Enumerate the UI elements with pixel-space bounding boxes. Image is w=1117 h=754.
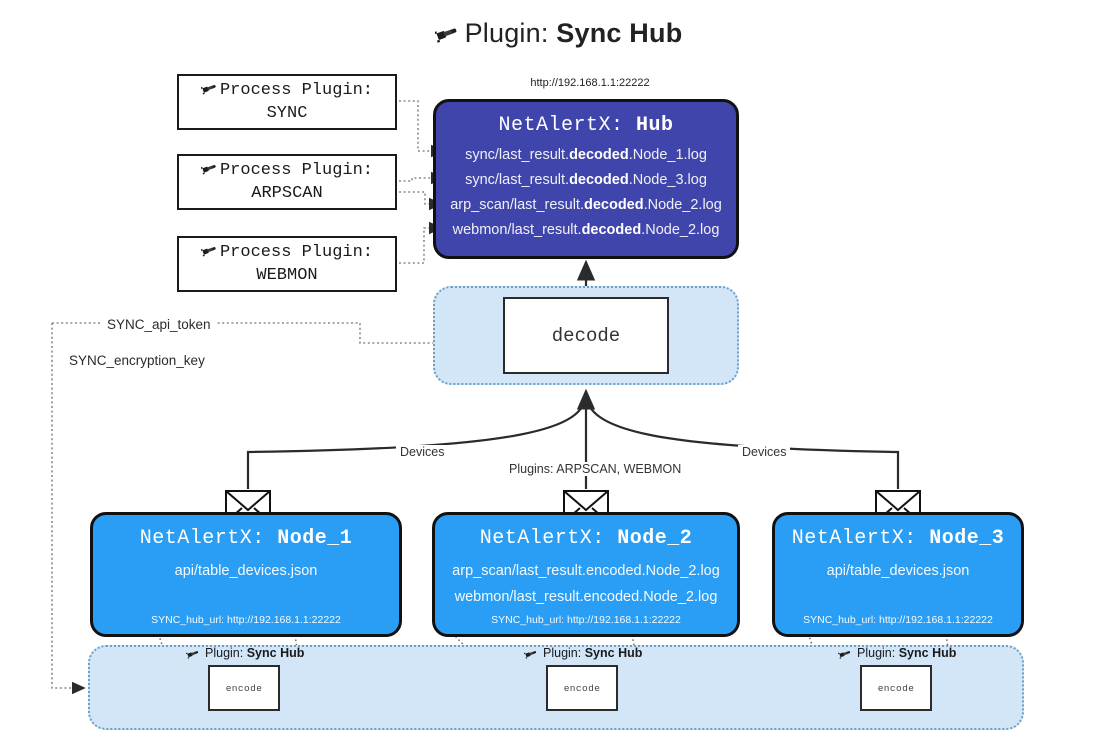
hub-logline: arp_scan/last_result.decoded.Node_2.log xyxy=(450,197,722,213)
plug-icon xyxy=(185,647,201,663)
node-1-lines: api/table_devices.json xyxy=(175,558,318,584)
encode-plugin-prefix: Plugin: xyxy=(543,646,582,660)
node-line: api/table_devices.json xyxy=(826,563,970,579)
page-title-name: Sync Hub xyxy=(556,18,683,48)
sync-encryption-key-label: SYNC_encryption_key xyxy=(64,353,210,368)
node-3-title: NetAlertX: Node_3 xyxy=(791,527,1005,550)
node-line: api/table_devices.json xyxy=(174,563,318,579)
node-1[interactable]: NetAlertX: Node_1 api/table_devices.json… xyxy=(90,512,402,637)
hub-title-prefix: NetAlertX: xyxy=(498,114,624,137)
node-line: webmon/last_result.encoded.Node_2.log xyxy=(454,589,718,605)
node-1-title: NetAlertX: Node_1 xyxy=(139,527,353,550)
node-2-hub-url: SYNC_hub_url: http://192.168.1.1:22222 xyxy=(491,614,681,626)
node-1-hub-url: SYNC_hub_url: http://192.168.1.1:22222 xyxy=(151,614,341,626)
process-plugin-arpscan-name: ARPSCAN xyxy=(251,183,323,203)
encode-plugin-name: Sync Hub xyxy=(246,646,305,660)
plug-icon xyxy=(200,242,219,265)
process-plugin-webmon-name: WEBMON xyxy=(256,265,318,285)
node-3[interactable]: NetAlertX: Node_3 api/table_devices.json… xyxy=(772,512,1024,637)
encode-plugin-tag-3: Plugin: Sync Hub xyxy=(837,646,957,663)
hub-title: NetAlertX: Hub xyxy=(498,114,673,137)
edge-label-plugins-center: Plugins: ARPSCAN, WEBMON xyxy=(505,462,686,476)
encode-plugin-name: Sync Hub xyxy=(584,646,643,660)
process-plugin-label: Process Plugin: xyxy=(219,242,374,262)
encode-plugin-name: Sync Hub xyxy=(898,646,957,660)
decode-box[interactable]: decode xyxy=(503,297,669,374)
hub-node[interactable]: NetAlertX: Hub sync/last_result.decoded.… xyxy=(433,99,739,259)
process-plugin-sync[interactable]: Process Plugin: SYNC xyxy=(177,74,397,130)
process-plugin-label: Process Plugin: xyxy=(219,80,374,100)
edge-label-devices-left: Devices xyxy=(396,445,449,459)
process-plugin-sync-line1: Process Plugin: xyxy=(200,80,374,103)
page-title: Plugin: Sync Hub xyxy=(0,18,1117,52)
node-2-title: NetAlertX: Node_2 xyxy=(479,527,693,550)
hub-loglines: sync/last_result.decoded.Node_1.log sync… xyxy=(450,143,722,243)
hub-logline: webmon/last_result.decoded.Node_2.log xyxy=(452,222,720,238)
plug-icon xyxy=(200,80,219,103)
process-plugin-arpscan[interactable]: Process Plugin: ARPSCAN xyxy=(177,154,397,210)
sync-api-token-label: SYNC_api_token xyxy=(102,317,216,332)
page-title-prefix: Plugin: xyxy=(464,18,549,48)
encode-plugin-prefix: Plugin: xyxy=(857,646,896,660)
hub-logline: sync/last_result.decoded.Node_1.log xyxy=(465,147,707,163)
node-line: arp_scan/last_result.encoded.Node_2.log xyxy=(452,563,720,579)
plug-icon xyxy=(200,160,219,183)
process-plugin-label: Process Plugin: xyxy=(219,160,374,180)
encode-box-3[interactable]: encode xyxy=(860,665,932,711)
process-plugin-arpscan-line1: Process Plugin: xyxy=(200,160,374,183)
hub-title-name: Hub xyxy=(636,114,674,137)
process-plugin-webmon[interactable]: Process Plugin: WEBMON xyxy=(177,236,397,292)
hub-url-label: http://192.168.1.1:22222 xyxy=(530,77,650,89)
process-plugin-webmon-line1: Process Plugin: xyxy=(200,242,374,265)
plug-icon xyxy=(837,647,853,663)
encode-plugin-prefix: Plugin: xyxy=(205,646,244,660)
plug-icon xyxy=(433,21,461,52)
edge-label-devices-right: Devices xyxy=(738,445,791,459)
encode-plugin-tag-2: Plugin: Sync Hub xyxy=(523,646,643,663)
encode-box-1[interactable]: encode xyxy=(208,665,280,711)
encode-plugin-tag-1: Plugin: Sync Hub xyxy=(185,646,305,663)
node-3-hub-url: SYNC_hub_url: http://192.168.1.1:22222 xyxy=(803,614,993,626)
node-2-lines: arp_scan/last_result.encoded.Node_2.log … xyxy=(452,558,720,610)
encode-box-2[interactable]: encode xyxy=(546,665,618,711)
hub-logline: sync/last_result.decoded.Node_3.log xyxy=(465,172,707,188)
plug-icon xyxy=(523,647,539,663)
node-2[interactable]: NetAlertX: Node_2 arp_scan/last_result.e… xyxy=(432,512,740,637)
node-3-lines: api/table_devices.json xyxy=(827,558,970,584)
process-plugin-sync-name: SYNC xyxy=(266,103,308,123)
